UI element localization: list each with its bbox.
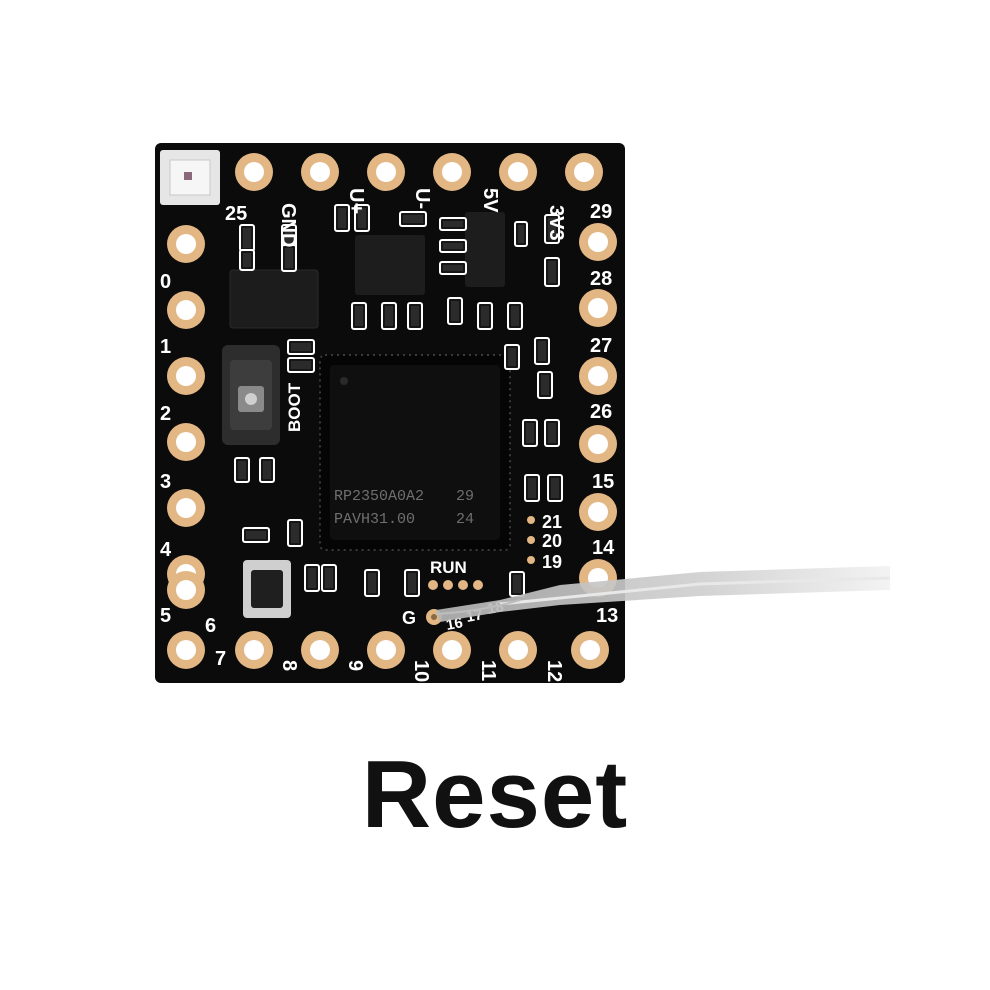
flash-chip [229,269,319,329]
regulator-chip [355,235,425,295]
pin-label-inner: RUN [430,558,467,577]
jumper-wire [435,566,891,622]
caption-title: Reset [361,741,629,848]
pin-label-bottom: 8 [278,660,300,671]
passive-components [234,204,563,597]
pin-label-bottom: 9 [344,660,366,671]
chip-marking-2: PAVH31.00 [334,511,415,528]
pin-label-right: 14 [592,537,615,559]
pin-label-inner: 20 [542,531,562,551]
chip-marking-1: RP2350A0A2 [334,488,424,505]
pin-label-right: 29 [590,201,612,223]
pin-label-left: 6 [205,615,216,637]
pin-label-right: 15 [592,471,614,493]
pin-label-left: 0 [160,271,171,293]
pin-label-left: 2 [160,403,171,425]
pin-label-inner: 19 [542,552,562,572]
pin-label-bottom: 11 [477,660,499,681]
boot-label: BOOT [285,382,304,432]
pin-label-right: 28 [590,268,612,290]
pin-label-left: 3 [160,471,171,493]
pin-label-bottom: 12 [543,660,565,682]
pin-label-inner: 21 [542,512,562,532]
pin-label-left: 25 [225,203,247,225]
pin-label-top: GND [277,203,299,247]
pin-label-left: 1 [160,336,171,358]
pin-label-right: 27 [590,335,612,357]
pin-label-right: 13 [596,605,618,627]
castellated-pads [167,153,617,669]
chip-code-1: 29 [456,488,474,505]
pin-label-top: 3V3 [545,205,567,241]
pin-label-left: 4 [160,539,172,561]
crystal-oscillator [243,560,291,618]
pin-label-left: 5 [160,605,171,627]
rp2350-chip [319,354,511,551]
test-pads [426,516,535,625]
rgb-led [160,150,220,205]
ldo-chip [465,212,505,287]
pin-label-inner: G [402,608,416,628]
pin-label-top: U- [411,188,433,209]
boot-button [222,345,280,445]
pin-label-top: 5V [479,188,501,213]
chip-code-2: 24 [456,511,474,528]
pin-label-bottom: 10 [410,660,432,682]
pin-label-left: 7 [215,648,226,670]
pin-label-right: 26 [590,401,612,423]
pin-label-top: U+ [345,188,367,214]
